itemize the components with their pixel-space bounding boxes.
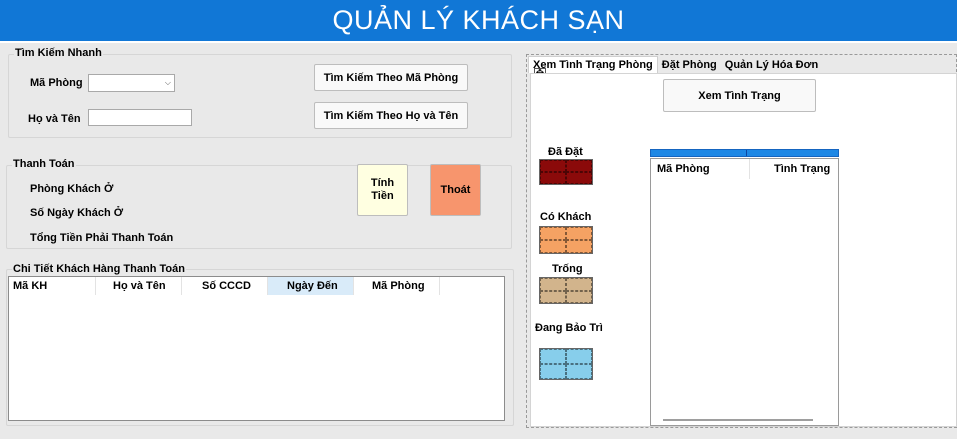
room-status-list[interactable]: Mã Phòng Tình Trạng bbox=[650, 158, 839, 426]
exit-button[interactable]: Thoát bbox=[430, 164, 481, 216]
tab-room-status[interactable]: Xem Tình Trạng Phòng bbox=[528, 56, 658, 73]
column-full-name[interactable]: Họ và Tên bbox=[96, 277, 182, 295]
room-id-label: Mã Phòng bbox=[30, 77, 83, 89]
legend-swatch-vacant bbox=[539, 277, 593, 304]
calculate-button[interactable]: Tính Tiền bbox=[357, 164, 408, 216]
room-stayed-label: Phòng Khách Ở bbox=[30, 183, 114, 195]
customer-details-group-label: Chi Tiết Khách Hàng Thanh Toán bbox=[12, 263, 186, 275]
tab-booking[interactable]: Đặt Phòng bbox=[661, 58, 717, 71]
quick-search-group-label: Tìm Kiếm Nhanh bbox=[14, 47, 103, 59]
room-list-header-bar bbox=[650, 149, 839, 157]
view-status-button[interactable]: Xem Tình Trạng bbox=[663, 79, 816, 112]
payment-group bbox=[6, 165, 512, 249]
legend-swatch-maintenance bbox=[539, 348, 593, 380]
quick-search-group bbox=[8, 54, 512, 138]
title-bar: QUẢN LÝ KHÁCH SẠN bbox=[0, 0, 957, 43]
customer-details-table[interactable]: Mã KH Họ và Tên Số CCCD Ngày Đến Mã Phòn… bbox=[8, 276, 505, 421]
room-id-select[interactable]: ⌵ bbox=[88, 74, 175, 92]
legend-swatch-booked bbox=[539, 159, 593, 185]
customer-details-header: Mã KH Họ và Tên Số CCCD Ngày Đến Mã Phòn… bbox=[9, 277, 504, 295]
app-title: QUẢN LÝ KHÁCH SẠN bbox=[332, 5, 625, 35]
search-by-name-button[interactable]: Tìm Kiếm Theo Họ và Tên bbox=[314, 102, 468, 129]
column-room-id[interactable]: Mã Phòng bbox=[354, 277, 440, 295]
name-label: Họ và Tên bbox=[28, 113, 81, 125]
days-stayed-label: Số Ngày Khách Ở bbox=[30, 207, 124, 219]
legend-label-booked: Đã Đặt bbox=[548, 146, 583, 158]
column-room-state[interactable]: Tình Trạng bbox=[774, 163, 831, 175]
payment-group-label: Thanh Toán bbox=[12, 158, 76, 170]
legend-label-vacant: Trống bbox=[552, 263, 583, 275]
search-by-room-button[interactable]: Tìm Kiếm Theo Mã Phòng bbox=[314, 64, 468, 91]
column-room-code[interactable]: Mã Phòng bbox=[651, 159, 750, 179]
total-amount-label: Tổng Tiền Phải Thanh Toán bbox=[30, 232, 174, 244]
legend-label-occupied: Có Khách bbox=[540, 211, 592, 223]
room-status-list-header: Mã Phòng Tình Trạng bbox=[651, 159, 838, 179]
column-arrival-date[interactable]: Ngày Đến bbox=[268, 277, 354, 295]
column-id-card[interactable]: Số CCCD bbox=[182, 277, 268, 295]
legend-label-maintenance: Đang Bảo Trì bbox=[535, 322, 603, 334]
tab-invoice-management[interactable]: Quản Lý Hóa Đơn bbox=[724, 58, 819, 71]
horizontal-scrollbar[interactable] bbox=[663, 419, 813, 421]
column-customer-id[interactable]: Mã KH bbox=[9, 277, 96, 295]
chevron-down-icon: ⌵ bbox=[164, 78, 171, 87]
customer-details-group bbox=[6, 269, 514, 426]
name-input[interactable] bbox=[88, 109, 192, 126]
tab-strip: Xem Tình Trạng Phòng Đặt Phòng Quản Lý H… bbox=[528, 56, 822, 73]
legend-swatch-occupied bbox=[539, 226, 593, 254]
